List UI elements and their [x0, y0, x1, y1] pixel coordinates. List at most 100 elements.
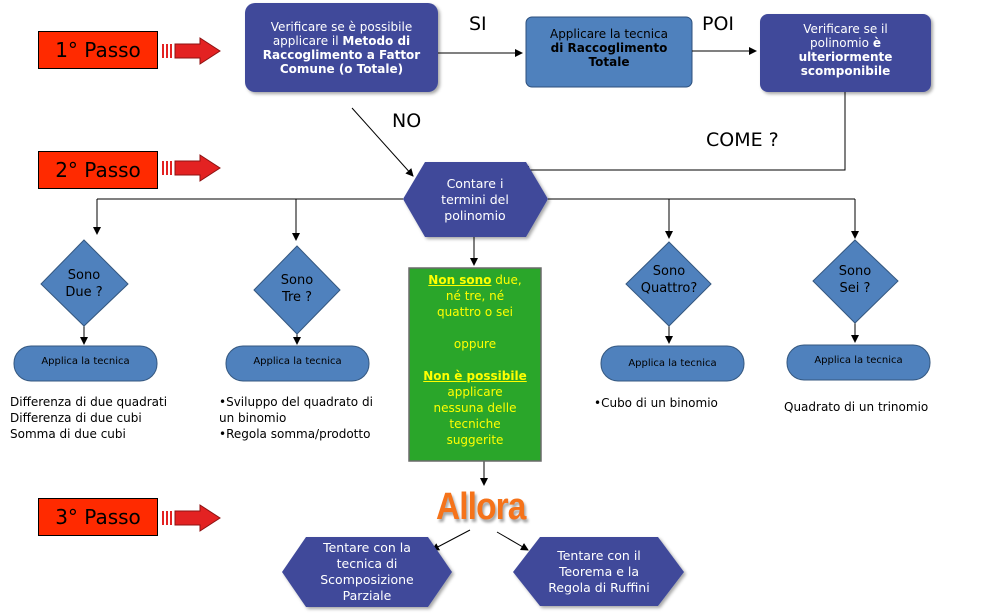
step3-arrow — [162, 504, 221, 532]
tre-apply: Applica la tecnica — [253, 356, 342, 367]
partial-line2: tecnica di — [336, 556, 398, 571]
verify-line4: Comune (o Totale) — [279, 61, 404, 76]
tre-diamond: Sono Tre ? — [263, 268, 331, 310]
tre-q2: Tre ? — [281, 290, 313, 305]
other-cases-box: Non sono due, né tre, né quattro o sei o… — [409, 272, 541, 457]
other-line9: suggerite — [446, 433, 504, 447]
quattro-apply-shape — [600, 345, 745, 382]
allora-label: Allora — [436, 486, 526, 528]
verify-line2: applicare il Metodo di — [273, 34, 410, 48]
due-diamond: Sono Due ? — [50, 263, 118, 305]
quattro-apply: Applica la tecnica — [628, 358, 717, 369]
verify-box: Verificare se è possibile applicare il M… — [245, 3, 438, 92]
sei-q2: Sei ? — [839, 281, 871, 296]
sei-technique-1: Quadrato di un trinomio — [784, 400, 929, 414]
partial-hexagon: Tentare con la tecnica di Scomposizione … — [300, 537, 434, 607]
count-hexagon: Contare i termini del polinomio — [420, 162, 530, 237]
apply-total-box: Applicare la tecnica di Raccoglimento To… — [526, 17, 692, 87]
apply-total-box-shape — [525, 16, 693, 88]
apply-total-line3: Totale — [588, 55, 630, 69]
further-line1: Verificare se il — [803, 22, 888, 36]
due-technique-2: Differenza di due cubi — [10, 411, 142, 425]
quattro-diamond: Sono Quattro? — [629, 259, 709, 301]
come-label: COME ? — [706, 129, 779, 151]
due-apply: Applica la tecnica — [41, 356, 130, 367]
sei-techniques: Quadrato di un trinomio — [784, 399, 928, 415]
quattro-q2: Quattro? — [640, 281, 698, 296]
quattro-technique-1: •Cubo di un binomio — [594, 396, 718, 410]
other-line1: Non sono due, — [428, 272, 521, 288]
verify-line3: Raccoglimento a Fattor — [262, 47, 421, 62]
other-cases-box-shape — [408, 267, 542, 462]
verify-line2-plain: applicare il — [272, 33, 343, 48]
step3-label: 3° Passo — [38, 498, 158, 536]
other-line2: né tre, né — [445, 289, 505, 303]
count-line2: termini del — [441, 191, 509, 207]
ruffini-line2: Teorema e la — [558, 563, 639, 579]
due-apply-shape — [13, 345, 158, 382]
step2-label: 2° Passo — [38, 151, 158, 189]
verify-line1: Verificare se è possibile — [270, 19, 413, 34]
further-line2-bold: è — [872, 36, 881, 50]
other-line8: tecniche — [449, 417, 501, 431]
tre-q1: Sono — [280, 273, 314, 288]
count-line3: polinomio — [444, 207, 506, 223]
other-line1-bold: Non sono — [428, 273, 492, 287]
due-technique-3: Somma di due cubi — [10, 427, 126, 441]
further-line2-plain: polinomio — [810, 36, 873, 50]
branch-connectors — [80, 198, 859, 551]
verify-line2-bold: Metodo di — [342, 33, 411, 48]
ruffini-line1: Tentare con il — [557, 547, 641, 563]
tre-diamond-shape — [253, 245, 341, 335]
ruffini-line3: Regola di Ruffini — [548, 579, 650, 595]
apply-total-line2: di Raccoglimento — [550, 41, 668, 55]
other-line6: applicare — [447, 385, 503, 399]
other-line5: Non è possibile — [423, 369, 527, 383]
other-line3: quattro o sei — [437, 305, 513, 319]
partial-line3: Scomposizione — [320, 572, 414, 587]
sei-diamond-shape — [812, 239, 899, 324]
si-label: SI — [469, 13, 487, 35]
sei-apply: Applica la tecnica — [814, 355, 903, 366]
due-technique-1: Differenza di due quadrati — [10, 395, 168, 409]
tre-techniques: •Sviluppo del quadrato di un binomio •Re… — [219, 394, 373, 442]
ruffini-hexagon-shape — [513, 537, 684, 606]
tre-apply-shape — [225, 345, 370, 382]
verify-box-shape — [245, 3, 438, 92]
tre-technique-3: •Regola somma/prodotto — [219, 427, 371, 441]
partial-line4: Parziale — [342, 588, 392, 603]
due-techniques: Differenza di due quadrati Differenza di… — [10, 394, 167, 442]
partial-line1: Tentare con la — [323, 540, 411, 555]
tre-technique-2: un binomio — [219, 411, 287, 425]
sei-apply-shape — [786, 344, 931, 381]
further-box: Verificare se il polinomio è ulteriormen… — [760, 14, 931, 92]
further-line4: scomponibile — [800, 64, 891, 78]
quattro-q1: Sono — [652, 264, 686, 279]
further-line3: ulteriormente — [798, 50, 893, 64]
step1-arrow — [162, 37, 221, 65]
ruffini-hexagon: Tentare con il Teorema e la Regola di Ru… — [530, 537, 668, 606]
apply-total-line1: Applicare la tecnica — [549, 27, 668, 41]
count-hexagon-shape — [403, 162, 548, 237]
partial-hexagon-shape — [282, 537, 452, 607]
tre-technique-1: •Sviluppo del quadrato di — [219, 395, 373, 409]
other-line7: nessuna delle — [433, 401, 517, 415]
due-q2: Due ? — [65, 285, 103, 300]
quattro-diamond-shape — [625, 241, 712, 327]
other-line1-plain: due, — [491, 273, 522, 287]
quattro-techniques: •Cubo di un binomio — [594, 395, 718, 411]
due-diamond-shape — [40, 239, 129, 327]
come-connector — [521, 92, 846, 174]
further-line2: polinomio è — [810, 36, 881, 50]
sei-q1: Sono — [838, 264, 872, 279]
step2-arrow — [162, 154, 221, 182]
no-connector — [351, 107, 414, 177]
further-box-shape — [760, 14, 931, 92]
sei-diamond: Sono Sei ? — [821, 259, 889, 301]
count-line1: Contare i — [446, 175, 504, 191]
due-q1: Sono — [67, 268, 101, 283]
no-label: NO — [392, 110, 422, 132]
other-line4: oppure — [453, 337, 497, 351]
step1-label: 1° Passo — [38, 31, 158, 69]
